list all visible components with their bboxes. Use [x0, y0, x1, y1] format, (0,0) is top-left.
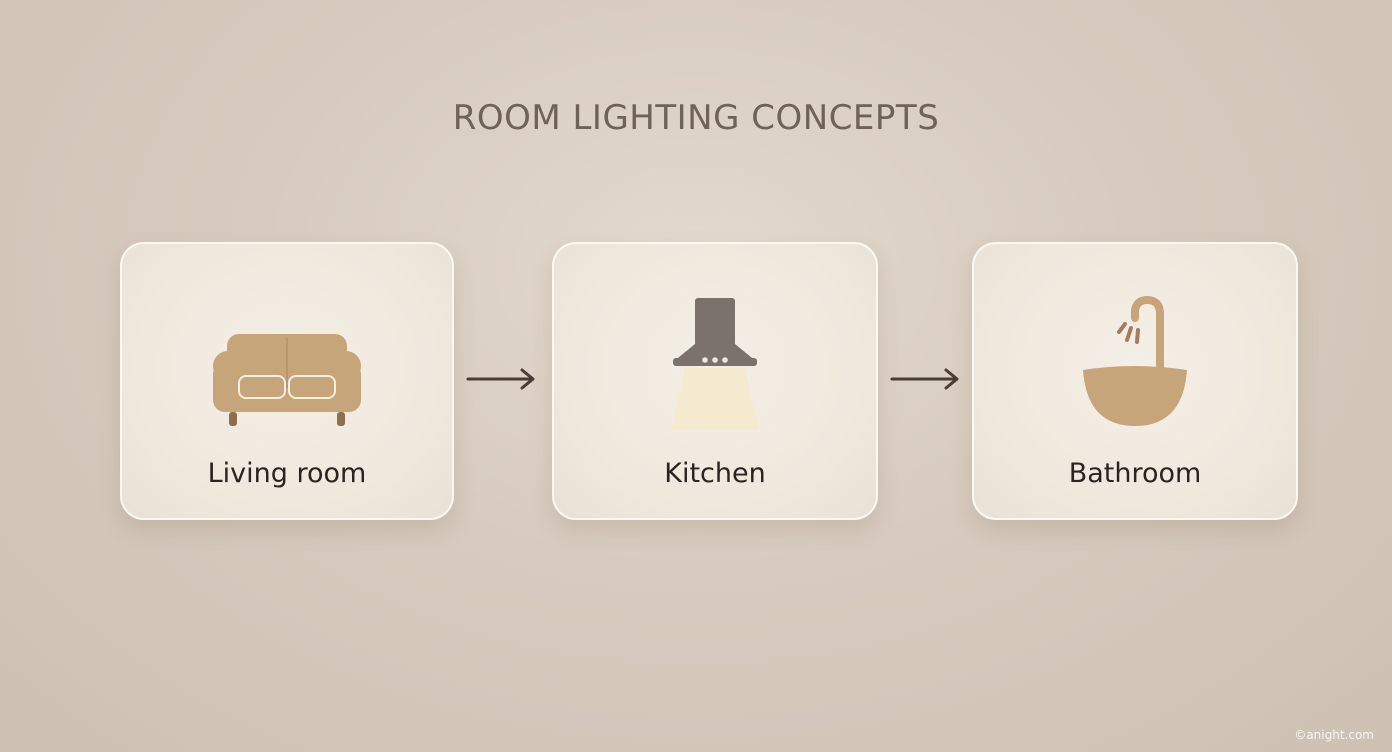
range-hood-icon: [554, 288, 876, 438]
right-arrow-icon: [466, 364, 538, 394]
right-arrow-icon: [890, 364, 962, 394]
credit-watermark: ©anight.com: [1294, 728, 1374, 742]
card-living-room: Living room: [120, 242, 454, 520]
card-label-kitchen: Kitchen: [664, 458, 766, 489]
sink-faucet-icon: [974, 288, 1296, 438]
diagram-title: ROOM LIGHTING CONCEPTS: [452, 98, 940, 138]
card-label-living-room: Living room: [207, 458, 367, 489]
card-label-bathroom: Bathroom: [1068, 458, 1202, 489]
card-bathroom: Bathroom: [972, 242, 1298, 520]
sofa-icon: [122, 288, 452, 438]
card-kitchen: Kitchen: [552, 242, 878, 520]
